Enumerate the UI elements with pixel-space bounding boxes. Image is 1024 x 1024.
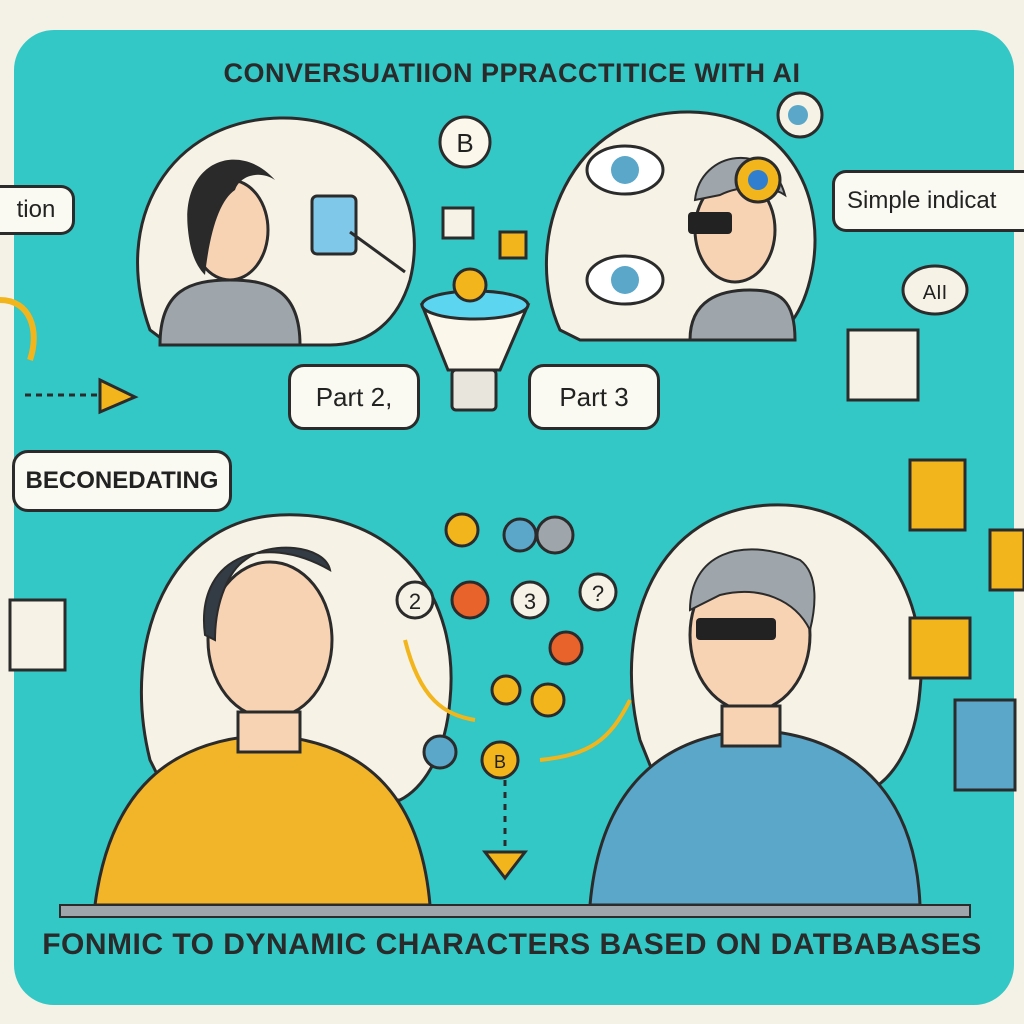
- flow-node-3-label: 3: [524, 589, 536, 614]
- lamp-icon: B: [419, 115, 531, 412]
- flow-node-2-label: 2: [409, 589, 421, 614]
- footer-caption: FONMIC TO DYNAMIC CHARACTERS BASED ON DA…: [42, 928, 982, 961]
- bubble-beconedating: BECONEDATING: [12, 450, 232, 512]
- bubble-part-2: Part 2,: [288, 364, 420, 430]
- ai-cloud-label: AII: [923, 282, 947, 304]
- table-bar: [59, 904, 971, 918]
- man-glasses-figure: [585, 91, 824, 342]
- flow-node-b-label: B: [494, 752, 506, 772]
- document-panel: [0, 297, 139, 672]
- flow-network: 2 3 ? B: [395, 512, 632, 881]
- bulb-letter-label: B: [456, 128, 473, 158]
- bubble-simple-indicator: Simple indicat: [832, 170, 1024, 232]
- database-panel: AII: [846, 264, 1024, 792]
- bubble-left-edge: tion: [0, 185, 75, 235]
- main-title: CONVERSUATIION PPRACCTITICE WITH AI: [223, 58, 801, 88]
- left-man-figure: [93, 546, 432, 907]
- bubble-part-3: Part 3: [528, 364, 660, 430]
- woman-figure: [158, 159, 406, 347]
- flow-node-question-label: ?: [592, 581, 604, 606]
- right-man-figure: [588, 548, 922, 907]
